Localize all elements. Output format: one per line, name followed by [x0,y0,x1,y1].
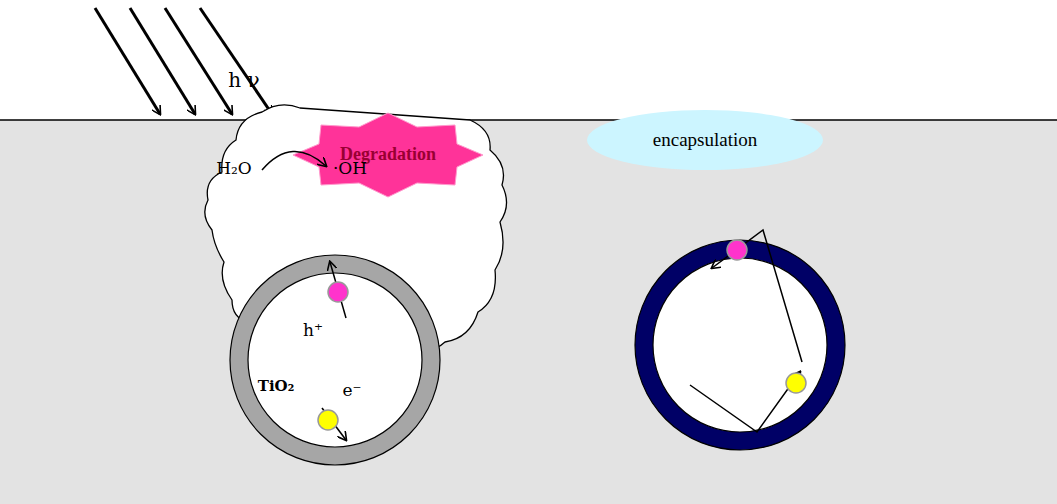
shell-outline [230,255,440,465]
ground [0,120,1057,504]
encapsulation-label: encapsulation [653,130,757,151]
core [248,273,422,447]
radical-label: ·OH [333,159,367,178]
hole-dot [328,282,348,302]
electron-dot [318,410,338,430]
electron-label: e⁻ [342,381,361,400]
core [653,258,827,432]
reaction-arrow [262,151,326,170]
shell-ring [239,264,431,456]
hole-label: h⁺ [303,321,323,340]
cloud-region: H₂O ·OH [200,100,510,355]
tio2-particle: h⁺ TiO₂ e⁻ [230,255,440,465]
light-rays [95,8,272,114]
encapsulation-ellipse [587,110,823,170]
species-label: H₂O [216,159,252,178]
surface-line [0,119,1057,121]
recombination-path [712,230,802,362]
encapsulation-ring [644,249,836,441]
light-label: h ν [228,69,259,91]
electron-dot [786,373,806,393]
recombination-path [690,372,800,432]
ring-outline [635,240,845,450]
encapsulation-ellipse: encapsulation [600,120,810,160]
hole-dot [727,240,747,260]
degradation-burst [293,113,483,197]
material-label: TiO₂ [258,378,295,395]
